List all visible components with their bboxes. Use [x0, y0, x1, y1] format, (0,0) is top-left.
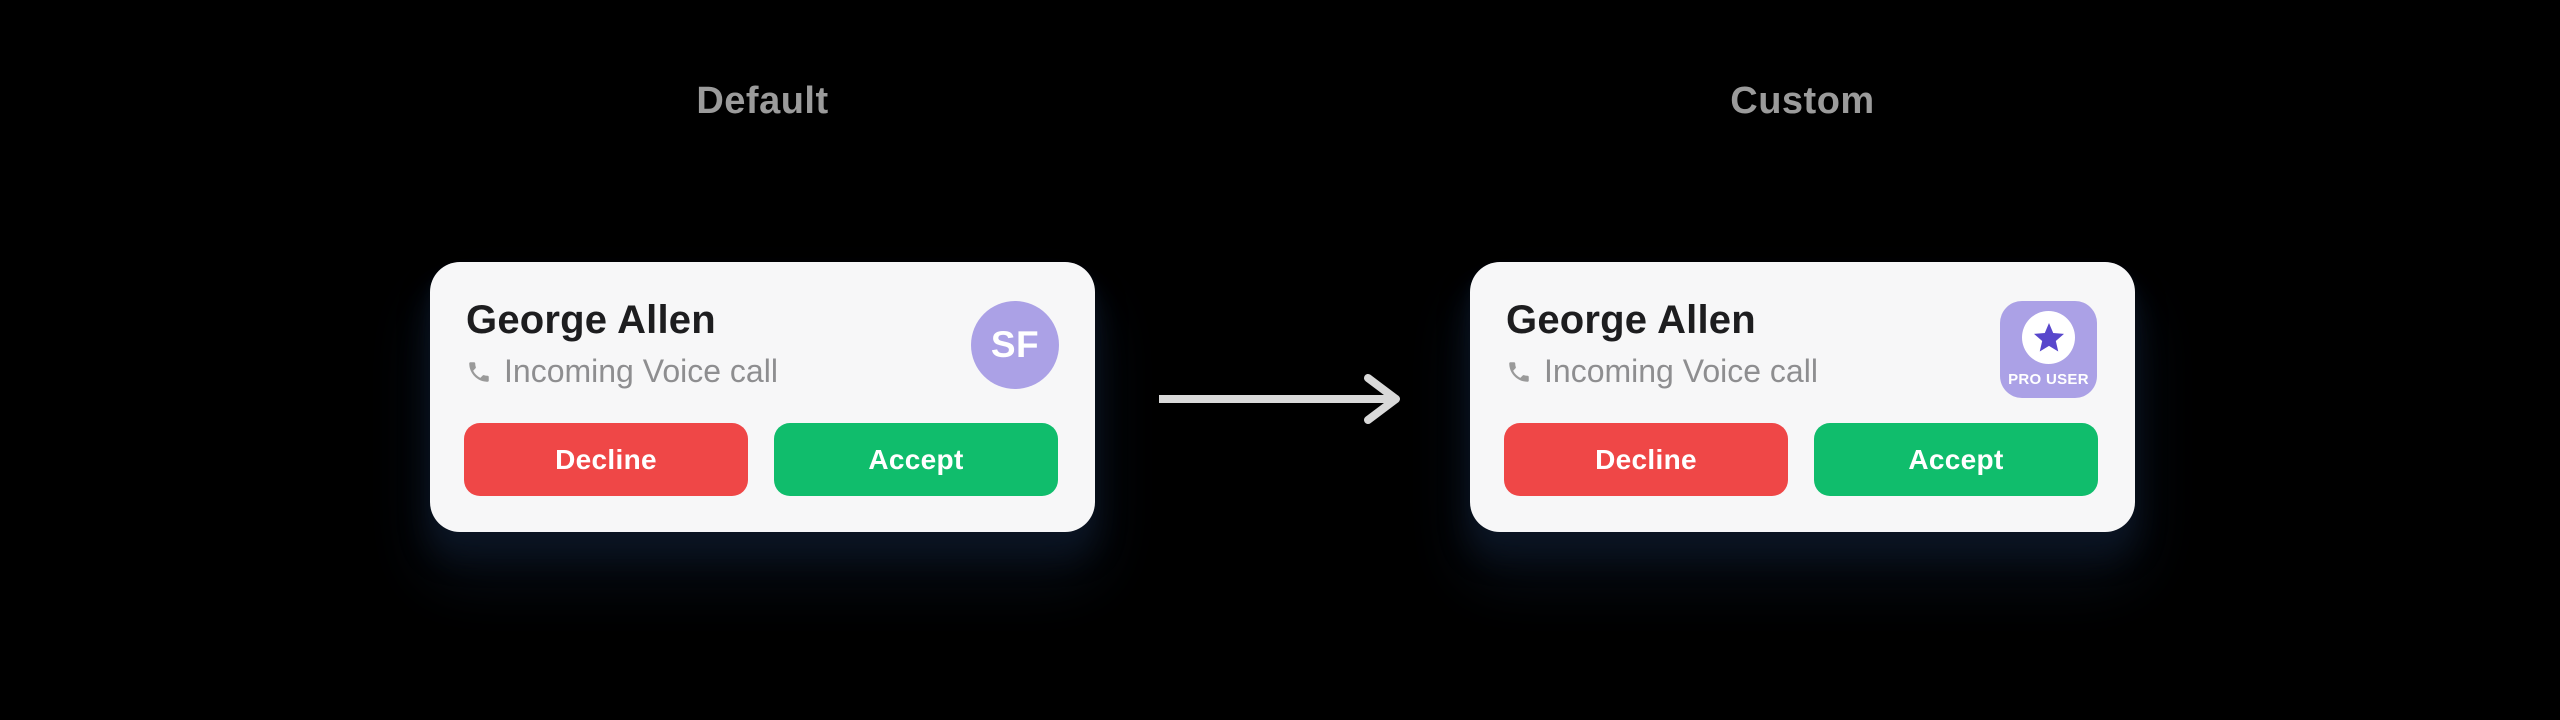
pro-badge-label: PRO USER: [2008, 371, 2089, 388]
phone-icon: [466, 359, 492, 385]
star-icon: [2033, 322, 2064, 351]
call-status-row: Incoming Voice call: [466, 353, 778, 389]
star-circle: [2022, 311, 2075, 364]
phone-icon: [1506, 359, 1532, 385]
call-actions: Decline Accept: [464, 423, 1058, 496]
pro-user-badge: PRO USER: [2000, 301, 2097, 398]
caller-name: George Allen: [466, 298, 716, 342]
call-card-default: George Allen Incoming Voice call SF Decl…: [430, 262, 1095, 532]
accept-button[interactable]: Accept: [1814, 423, 2098, 496]
section-title-custom: Custom: [1730, 80, 1875, 122]
call-status-row: Incoming Voice call: [1506, 353, 1818, 389]
decline-button[interactable]: Decline: [1504, 423, 1788, 496]
section-title-default: Default: [696, 80, 829, 122]
arrow-right-icon: [1159, 374, 1400, 424]
decline-button[interactable]: Decline: [464, 423, 748, 496]
avatar: SF: [971, 301, 1059, 389]
call-card-custom: George Allen Incoming Voice call PRO USE…: [1470, 262, 2135, 532]
accept-button[interactable]: Accept: [774, 423, 1058, 496]
call-status-label: Incoming Voice call: [1544, 353, 1818, 389]
call-actions: Decline Accept: [1504, 423, 2098, 496]
call-status-label: Incoming Voice call: [504, 353, 778, 389]
caller-name: George Allen: [1506, 298, 1756, 342]
